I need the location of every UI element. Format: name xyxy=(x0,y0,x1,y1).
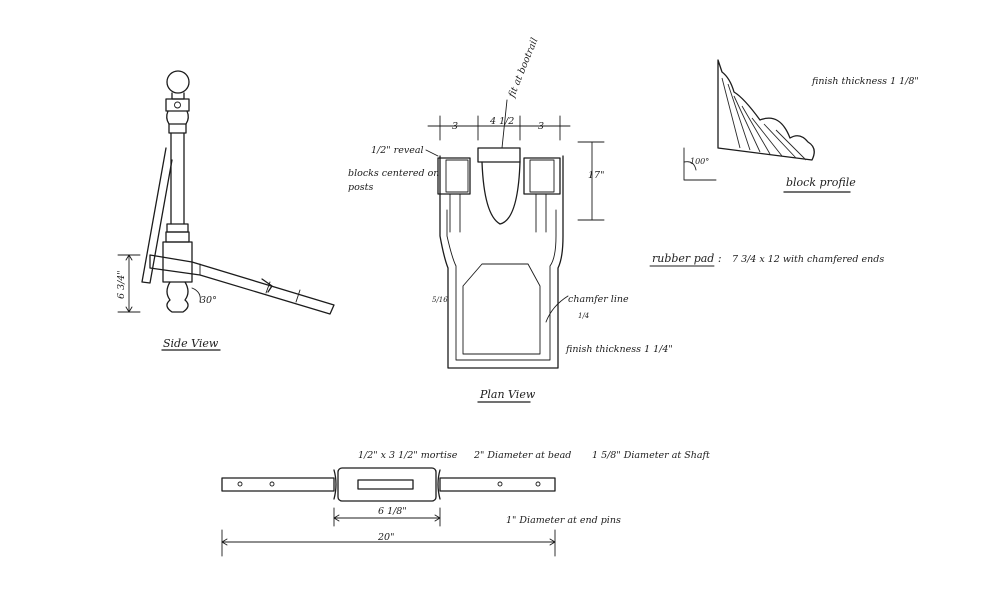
end-pin-right xyxy=(439,477,556,492)
left-pin-hole-1 xyxy=(237,481,243,487)
plan-height-dim xyxy=(577,141,605,221)
plan-blocks-note-1: blocks centered on xyxy=(348,168,439,179)
side-view: 6 3/4" 30° Side View xyxy=(116,70,335,351)
profile-angle-arc xyxy=(683,161,697,171)
bead-length-arrows xyxy=(333,514,441,522)
plan-panel xyxy=(462,263,541,355)
mortise xyxy=(357,479,414,490)
chamfer-leader xyxy=(545,295,569,323)
plan-blocks-note-2: posts xyxy=(348,182,373,193)
plan-dim-right: 3 xyxy=(538,121,544,132)
side-view-title: Side View xyxy=(163,337,219,350)
post-ring xyxy=(168,123,187,134)
post-bead xyxy=(166,110,189,125)
lower-ring-2 xyxy=(165,231,190,243)
left-pin-hole-2 xyxy=(269,481,275,487)
profile-hatching xyxy=(721,77,807,161)
plan-finish-note: finish thickness 1 1/4" xyxy=(565,344,673,355)
plan-dim-ticks xyxy=(439,115,561,141)
board-edge xyxy=(261,278,273,293)
profile-angle-label: 100° xyxy=(690,157,709,166)
plan-dim-left: 3 xyxy=(452,121,458,132)
plan-center-curve xyxy=(481,161,521,225)
right-post xyxy=(535,193,547,233)
bead-length-dim xyxy=(333,507,441,527)
plan-small-mark-left: 5/16 xyxy=(432,296,448,304)
angle-arc xyxy=(191,287,201,303)
plan-fit-note: fit at bootrail xyxy=(506,36,540,100)
reveal-leader xyxy=(425,149,439,157)
footrest-total-length: 20" xyxy=(377,532,394,543)
end-pin-left xyxy=(221,477,335,492)
post-foot xyxy=(166,281,189,313)
total-length-arrows xyxy=(221,538,556,546)
side-height-label: 6 3/4" xyxy=(116,270,127,299)
footrest-bead-note: 2" Diameter at bead xyxy=(473,450,571,461)
right-pin-hole-2 xyxy=(535,481,541,487)
rubber-pad-note: rubber pad : 7 3/4 x 12 with chamfered e… xyxy=(649,252,884,267)
profile-outline xyxy=(717,59,815,161)
block-profile-title: block profile xyxy=(786,176,856,189)
height-dim-arrows xyxy=(125,254,133,313)
right-block xyxy=(523,157,561,195)
left-post xyxy=(449,193,461,233)
plan-height-label: 17" xyxy=(588,170,604,181)
side-angle-label: 30° xyxy=(200,295,217,306)
right-block-inner xyxy=(529,159,555,193)
total-length-dim xyxy=(221,529,556,557)
bead-left-curve xyxy=(333,469,337,500)
plan-view: 3 4 1/2 3 fit at bootrail 17" 1/2" revea… xyxy=(348,36,673,403)
plan-dim-center: 4 1/2 xyxy=(489,116,514,127)
post-block xyxy=(162,241,193,283)
bead-right-curve xyxy=(437,469,441,500)
right-pin-hole-1 xyxy=(497,481,503,487)
fit-leader xyxy=(501,99,508,149)
rubber-pad-spec: 7 3/4 x 12 with chamfered ends xyxy=(732,254,884,265)
footrest-bar: 1/2" x 3 1/2" mortise 2" Diameter at bea… xyxy=(221,450,710,557)
slanted-rail xyxy=(141,147,173,284)
post-shaft xyxy=(170,132,185,225)
left-block-inner xyxy=(445,159,469,193)
footrest-bead xyxy=(337,467,437,502)
finial-neck xyxy=(171,92,185,100)
plan-view-title: Plan View xyxy=(479,388,536,401)
profile-finish-note: finish thickness 1 1/8" xyxy=(811,76,919,87)
profile-angle-lines xyxy=(683,147,717,181)
plan-reveal-note: 1/2" reveal xyxy=(371,145,424,156)
footrest-shaft-note: 1 5/8" Diameter at Shaft xyxy=(592,450,710,461)
left-block xyxy=(437,157,471,195)
plan-chamfer-note: chamfer line xyxy=(568,294,629,305)
collar-bead xyxy=(174,101,181,109)
plan-outline xyxy=(439,155,564,369)
plan-small-mark-right: 1/4 xyxy=(578,312,589,320)
top-rail xyxy=(477,147,521,163)
rubber-pad-label: rubber pad : xyxy=(652,252,722,265)
finial-ball xyxy=(166,70,190,94)
footrest-endpin-note: 1" Diameter at end pins xyxy=(506,515,621,526)
block-profile: 100° finish thickness 1 1/8" block profi… xyxy=(683,59,919,193)
footrest-board xyxy=(149,254,335,315)
lower-ring xyxy=(166,223,189,233)
post-collar xyxy=(165,98,190,112)
footrest-mortise-note: 1/2" x 3 1/2" mortise xyxy=(358,450,458,461)
footrest-bead-length: 6 1/8" xyxy=(378,506,407,517)
plan-inner-outline xyxy=(446,209,557,361)
